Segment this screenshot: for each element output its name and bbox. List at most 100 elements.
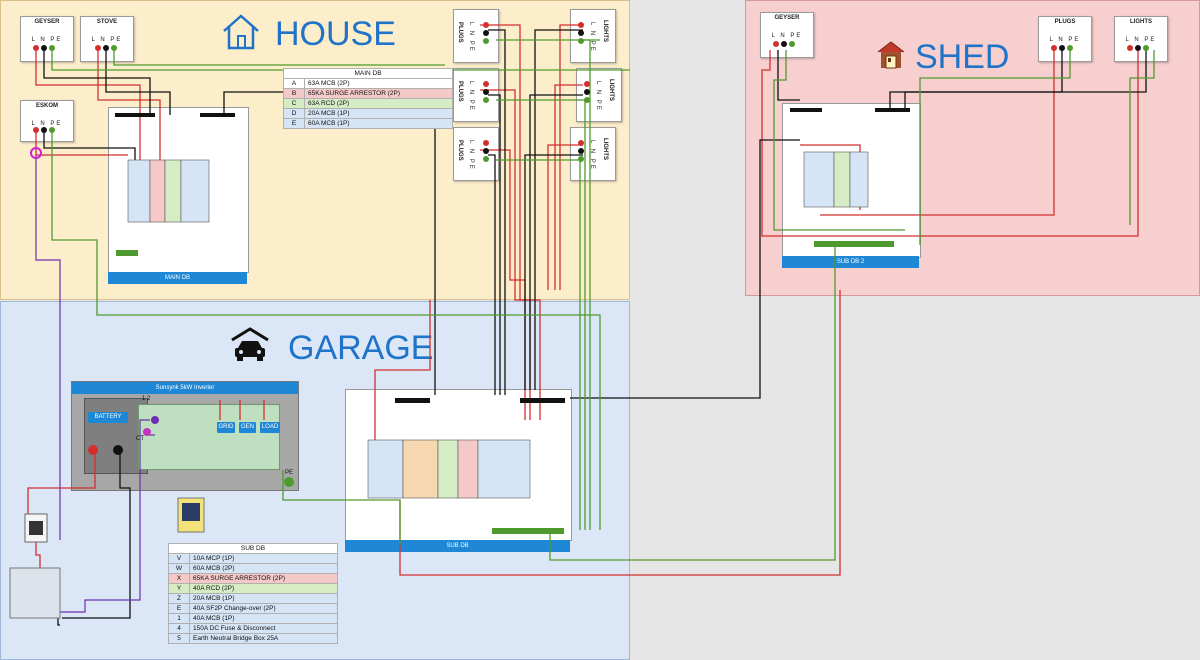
stove-terminals: L N PE — [91, 37, 123, 43]
plugs-house-1: PLUGS L N PE — [453, 9, 499, 63]
geyser-shed: GEYSER L N PE — [760, 12, 814, 58]
plugs-house-3-terminals: L N PE — [468, 140, 474, 171]
legend-code: W — [168, 563, 190, 574]
legend-code: E — [283, 118, 305, 129]
eskom-supply: ESKOM L N PE — [20, 100, 74, 142]
lights-house-1-terminals: L N PE — [589, 22, 595, 53]
green-earth-wires — [51, 39, 1155, 561]
lights-house-2-terminals: L N PE — [595, 81, 601, 112]
legend-code: 1 — [168, 613, 190, 624]
legend-code: X — [168, 573, 190, 584]
legend-desc: 60A MCB (1P) — [304, 118, 453, 129]
legend-desc: Earth Neutral Bridge Box 25A — [189, 633, 338, 644]
lights-shed: LIGHTS L N PE — [1114, 16, 1168, 62]
purple-dc-wires — [35, 155, 155, 613]
geyser-house: GEYSER L N PE — [20, 16, 74, 62]
legend-desc: 10A MCP (1P) — [189, 553, 338, 564]
main-db-components — [115, 113, 235, 256]
eskom-title: ESKOM — [35, 103, 58, 109]
geyser-house-title: GEYSER — [34, 19, 60, 25]
inverter: Sunsynk 5kW Inverter BATTERY 1 2 CT GRID… — [71, 381, 299, 491]
plugs-house-3: PLUGS L N PE — [453, 127, 499, 181]
sub-db-components — [367, 398, 565, 534]
gen-tag: GEN — [239, 422, 256, 433]
lights-house-1-title: LIGHTS — [602, 20, 608, 42]
house-title: HOUSE — [275, 15, 396, 53]
stove-title: STOVE — [96, 19, 118, 25]
legend-desc: 63A MCB (2P) — [304, 78, 453, 89]
black-neutral-wires — [43, 29, 1147, 626]
eskom-terminals: L N PE — [31, 121, 63, 127]
legend-code: Y — [168, 583, 190, 594]
legend-code: Z — [168, 593, 190, 604]
plugs-shed: PLUGS L N PE — [1038, 16, 1092, 62]
plugs-house-2-terminals: L N PE — [468, 81, 474, 112]
plugs-house-3-title: PLUGS — [457, 140, 463, 161]
legend-desc: 65KA SURGE ARRESTOR (2P) — [189, 573, 338, 584]
lights-shed-terminals: L N PE — [1125, 37, 1157, 43]
legend-code: C — [283, 98, 305, 109]
legend-desc: 40A MCB (1P) — [189, 613, 338, 624]
inverter-port-numbers: 1 2 — [142, 396, 151, 402]
lights-house-3: L N PE LIGHTS — [570, 127, 616, 181]
lights-house-2: L N PE LIGHTS — [576, 68, 622, 122]
lights-house-3-terminals: L N PE — [589, 140, 595, 171]
legend-code: D — [283, 108, 305, 119]
grid-tag: GRID — [217, 422, 235, 433]
sub-db-label: SUB DB — [345, 540, 570, 552]
plugs-house-1-terminals: L N PE — [468, 22, 474, 53]
main-db-label: MAIN DB — [108, 272, 247, 284]
geyser-shed-terminals: L N PE — [771, 33, 803, 39]
legend-code: B — [283, 88, 305, 99]
battery-tag: BATTERY — [88, 412, 128, 423]
shed-title: SHED — [915, 38, 1010, 76]
legend-code: A — [283, 78, 305, 89]
legend-desc: 60A MCB (2P) — [189, 563, 338, 574]
legend-desc: 63A RCD (2P) — [304, 98, 453, 109]
stove: STOVE L N PE — [80, 16, 134, 62]
house-icon — [223, 14, 259, 50]
plugs-house-1-title: PLUGS — [457, 22, 463, 43]
load-tag: LOAD — [260, 422, 280, 433]
inverter-title: Sunsynk 5kW Inverter — [72, 382, 298, 394]
red-live-wires — [27, 24, 1139, 576]
geyser-shed-title: GEYSER — [774, 15, 800, 21]
lights-house-3-title: LIGHTS — [602, 138, 608, 160]
lights-house-2-title: LIGHTS — [608, 79, 614, 101]
legend-code: 5 — [168, 633, 190, 644]
legend-code: 4 — [168, 623, 190, 634]
car-icon — [231, 327, 269, 361]
legend-code: V — [168, 553, 190, 564]
legend-desc: 65KA SURGE ARRESTOR (2P) — [304, 88, 453, 99]
sub-db2-components — [790, 108, 910, 247]
main-db-legend-title: MAIN DB — [283, 68, 453, 79]
garage-title: GARAGE — [288, 329, 434, 367]
geyser-house-terminals: L N PE — [31, 37, 63, 43]
device-terminal-dots — [33, 22, 1149, 162]
lights-shed-title: LIGHTS — [1130, 19, 1152, 25]
legend-desc: 20A MCB (1P) — [189, 593, 338, 604]
legend-desc: 150A DC Fuse & Disconnect — [189, 623, 338, 634]
sub-db-legend-title: SUB DB — [168, 543, 338, 554]
lights-house-1: L N PE LIGHTS — [570, 9, 616, 63]
legend-desc: 20A MCB (1P) — [304, 108, 453, 119]
inverter-pe-label: PE — [285, 470, 294, 476]
legend-desc: 40A RCD (2P) — [189, 583, 338, 594]
plugs-shed-terminals: L N PE — [1049, 37, 1081, 43]
plugs-house-2-title: PLUGS — [457, 81, 463, 102]
garage-components — [9, 147, 294, 619]
